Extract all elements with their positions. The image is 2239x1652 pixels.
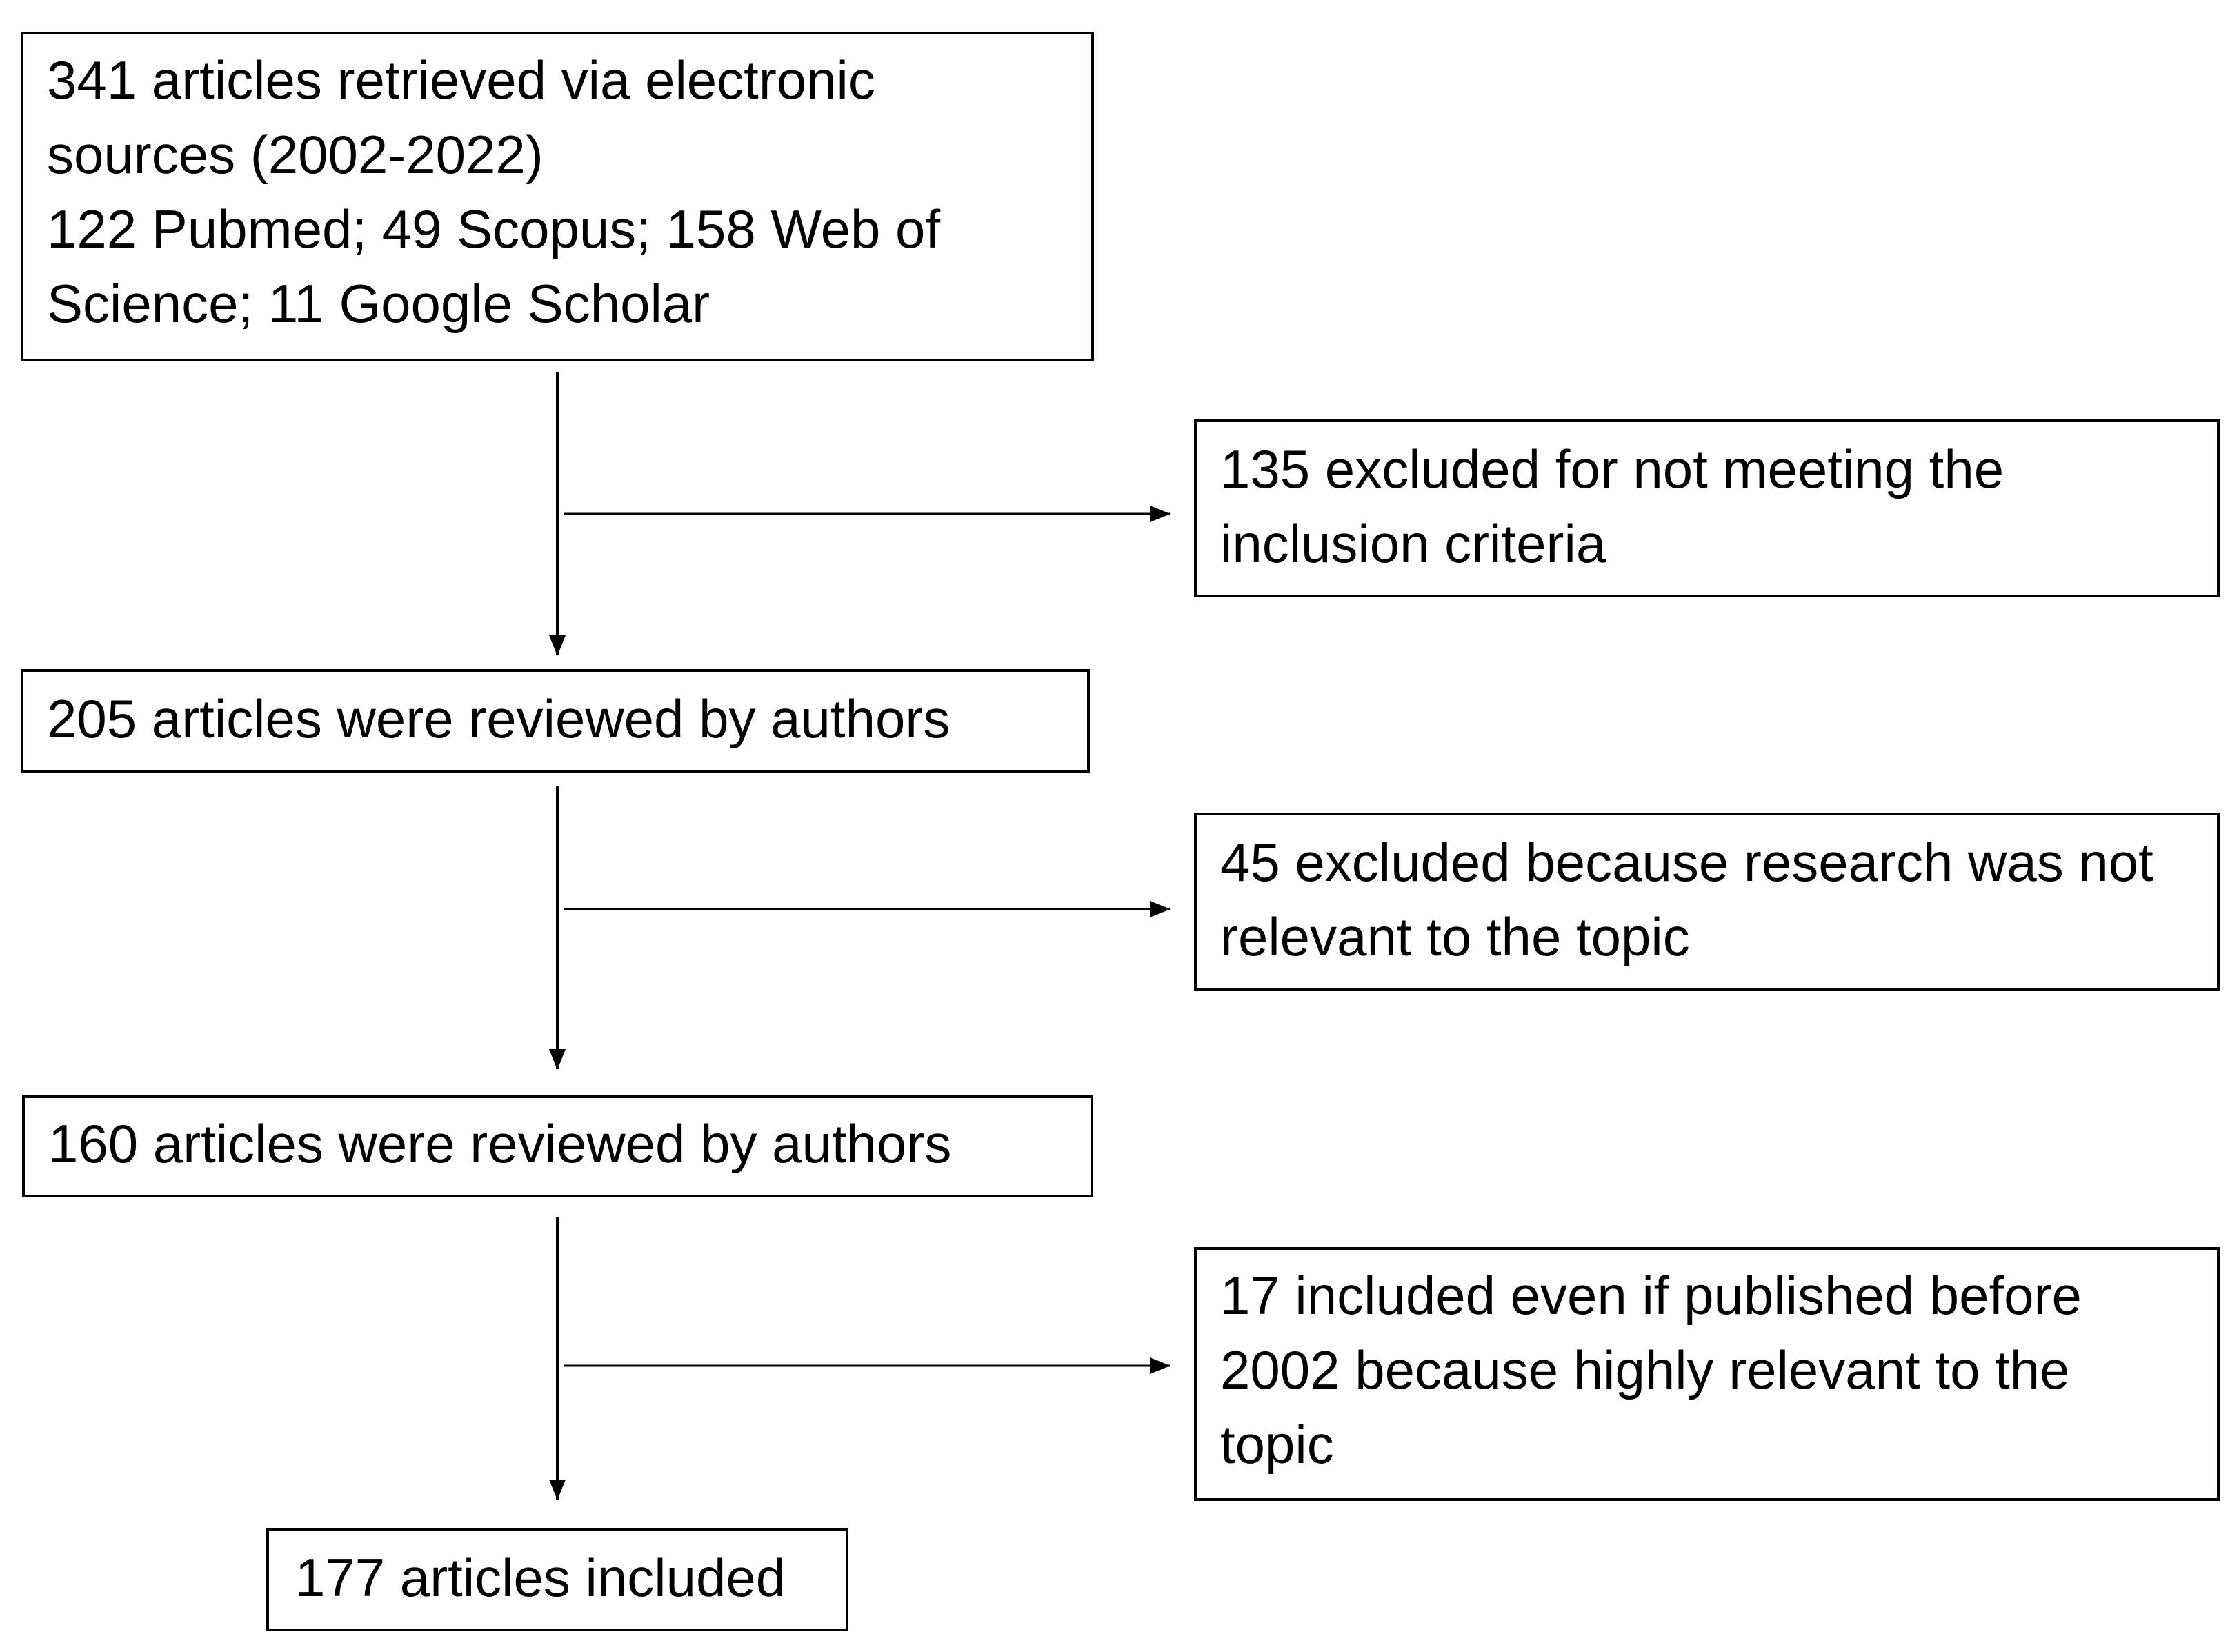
- excluded-relevance-line-2: relevant to the topic: [1220, 906, 1690, 967]
- excluded-criteria-line-2: inclusion criteria: [1220, 513, 1606, 574]
- included-pre2002-line-2: 2002 because highly relevant to the: [1220, 1340, 2070, 1400]
- final-included-line-1: 177 articles included: [295, 1547, 786, 1608]
- reviewed-first-box: 205 articles were reviewed by authors: [21, 669, 1090, 773]
- excluded-criteria-line-1: 135 excluded for not meeting the: [1220, 439, 2004, 499]
- retrieved-articles-box: 341 articles retrieved via electronic so…: [21, 32, 1094, 361]
- excluded-relevance-box: 45 excluded because research was not rel…: [1194, 813, 2220, 991]
- excluded-criteria-box: 135 excluded for not meeting the inclusi…: [1194, 419, 2220, 597]
- retrieved-line-2: sources (2002-2022): [47, 124, 544, 185]
- retrieved-line-3: 122 Pubmed; 49 Scopus; 158 Web of: [47, 199, 941, 259]
- reviewed-second-line-1: 160 articles were reviewed by authors: [48, 1113, 952, 1174]
- retrieved-line-4: Science; 11 Google Scholar: [47, 273, 710, 334]
- excluded-relevance-line-1: 45 excluded because research was not: [1220, 832, 2153, 893]
- included-pre2002-line-3: topic: [1220, 1414, 1334, 1475]
- reviewed-first-line-1: 205 articles were reviewed by authors: [47, 688, 951, 749]
- included-pre2002-box: 17 included even if published before 200…: [1194, 1247, 2220, 1501]
- included-pre2002-line-1: 17 included even if published before: [1220, 1265, 2082, 1326]
- final-included-box: 177 articles included: [266, 1528, 848, 1631]
- reviewed-second-box: 160 articles were reviewed by authors: [22, 1095, 1093, 1197]
- retrieved-line-1: 341 articles retrieved via electronic: [47, 50, 875, 110]
